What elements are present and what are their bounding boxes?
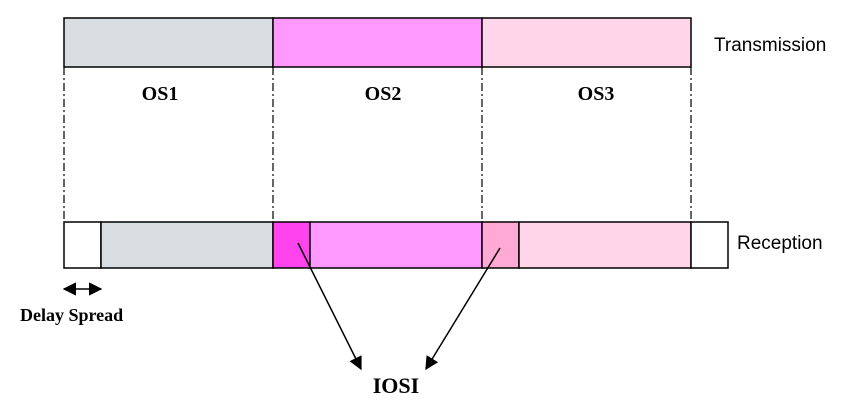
reception-os3-isi-segment	[481, 221, 520, 269]
reception-os2-isi-segment	[272, 221, 311, 269]
iosi-arrow-right	[425, 247, 501, 371]
reception-os2-block	[309, 221, 483, 269]
reception-guard-start	[63, 221, 102, 269]
reception-bar	[63, 221, 729, 269]
transmission-os3-block	[481, 17, 692, 68]
transmission-os1-block	[63, 17, 274, 68]
reception-guard-end	[690, 221, 729, 269]
transmission-bar	[63, 17, 692, 68]
reception-os1-block	[100, 221, 274, 269]
os1-label: OS1	[142, 83, 179, 105]
iosi-arrow-left	[297, 242, 362, 371]
delay-spread-label: Delay Spread	[20, 305, 123, 325]
transmission-label: Transmission	[714, 35, 826, 56]
transmission-os2-block	[272, 17, 483, 68]
reception-os3-block	[518, 221, 692, 269]
iosi-label: IOSI	[373, 373, 419, 398]
reception-label: Reception	[737, 233, 823, 254]
os3-label: OS3	[578, 83, 615, 105]
os2-label: OS2	[365, 83, 402, 105]
boundary-guides	[63, 67, 692, 222]
